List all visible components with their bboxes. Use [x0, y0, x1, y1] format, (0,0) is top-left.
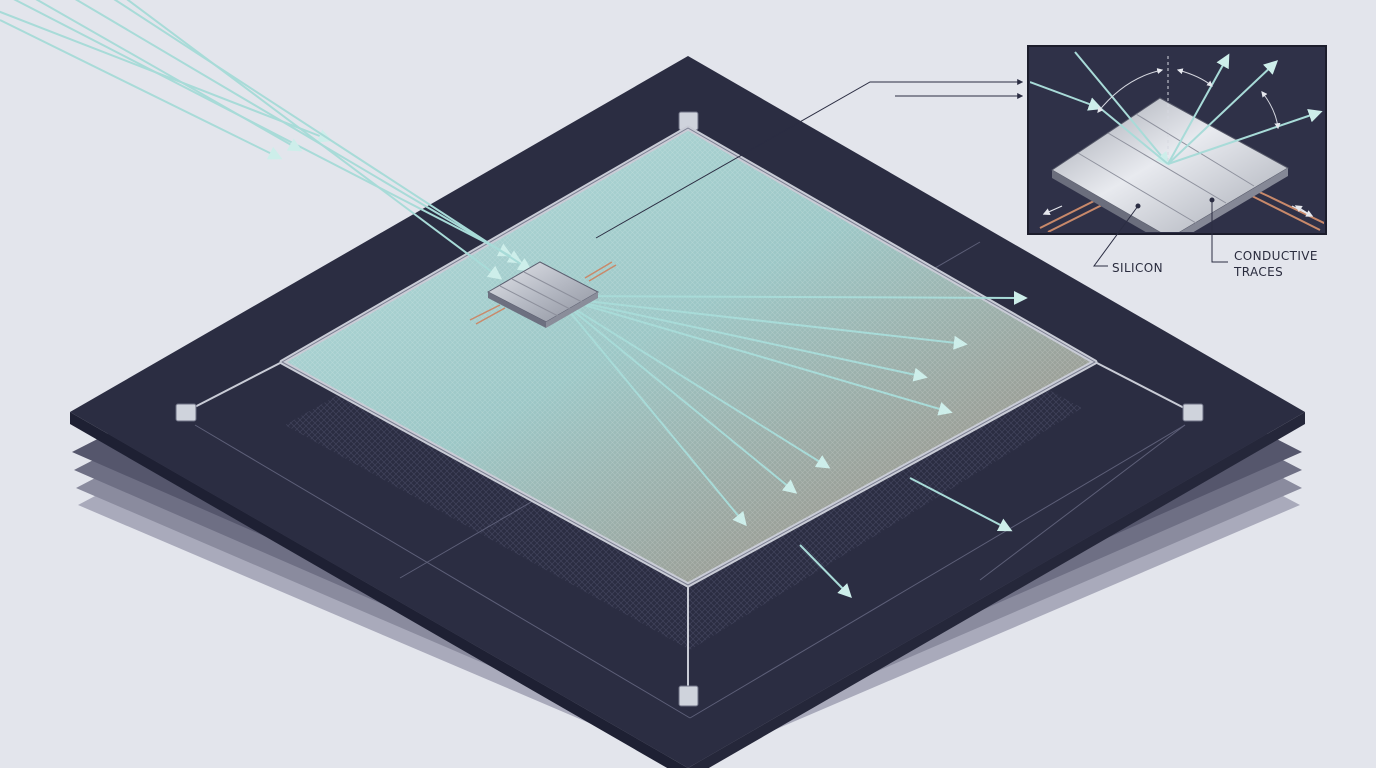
incident-rays [0, 0, 533, 280]
callout-leader [595, 79, 1024, 239]
label-conductive-traces-line1: CONDUCTIVE [1234, 249, 1318, 263]
base-board-edge [70, 412, 688, 768]
clip-icon [175, 111, 1204, 707]
scattered-rays [559, 290, 1028, 598]
label-conductive-traces: CONDUCTIVE TRACES [1234, 248, 1318, 280]
silicon-chip [469, 261, 617, 328]
label-conductive-traces-line2: TRACES [1234, 265, 1284, 279]
inset-detail-panel [1027, 45, 1327, 235]
support-rods [184, 122, 1193, 692]
label-leaders [1093, 197, 1228, 267]
label-silicon: SILICON [1112, 261, 1163, 275]
